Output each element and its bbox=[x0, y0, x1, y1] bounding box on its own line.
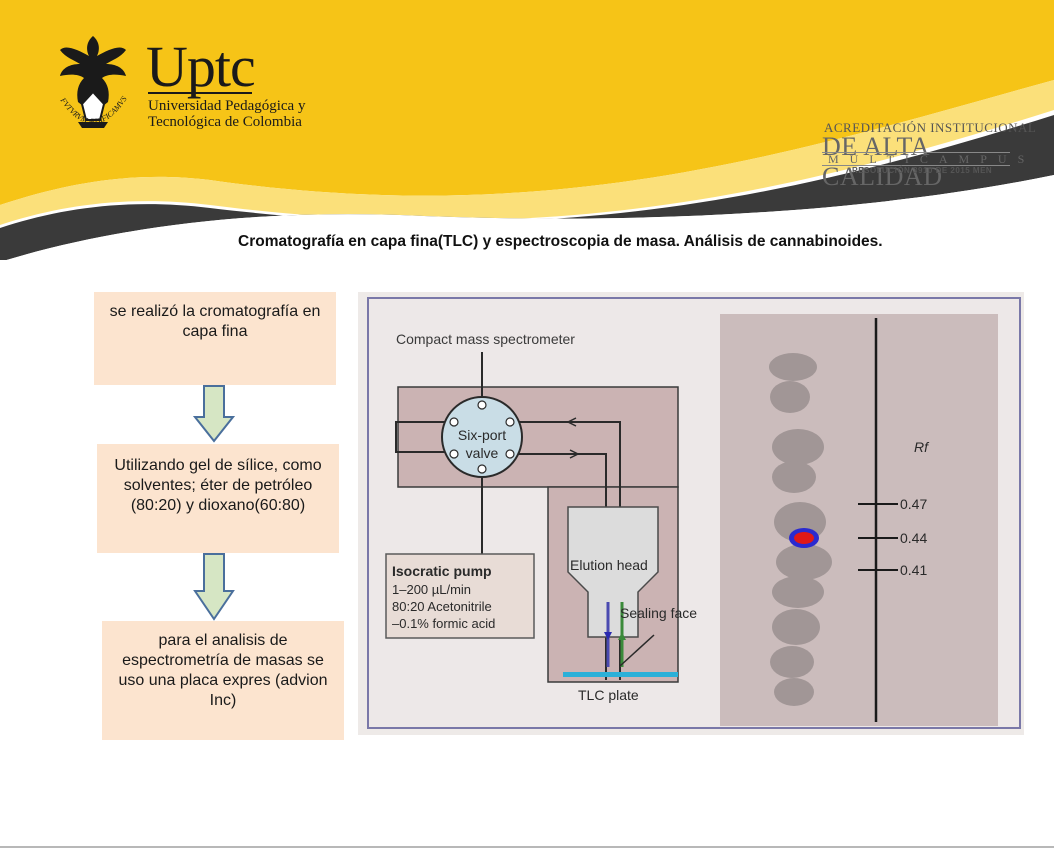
rf-value-3: 0.41 bbox=[900, 562, 927, 578]
down-arrow-icon bbox=[193, 385, 235, 443]
elution-head bbox=[567, 506, 659, 638]
flow-step-3: para el analisis de espectrometría de ma… bbox=[102, 621, 344, 740]
valve-label-line2: valve bbox=[466, 445, 499, 461]
accreditation-line4: RESOLUCIÓN 3910 DE 2015 MEN bbox=[852, 166, 993, 175]
brand-wordmark: Uptc bbox=[146, 34, 256, 99]
spectrometer-label: Compact mass spectrometer bbox=[396, 331, 575, 347]
tlc-plate bbox=[563, 672, 678, 677]
accreditation-rule-bottom bbox=[822, 165, 1010, 166]
university-name-line1: Universidad Pedagógica y bbox=[148, 98, 306, 114]
pump-flow: 1–200 µL/min bbox=[392, 582, 471, 597]
accreditation-line1: ACREDITACIÓN INSTITUCIONAL bbox=[824, 120, 1037, 135]
brand-underline bbox=[148, 92, 252, 94]
university-seal-icon: FVTVRVM ÆDIFICAMVS bbox=[58, 36, 129, 128]
six-port-valve bbox=[441, 396, 523, 478]
footer-divider bbox=[0, 846, 1054, 848]
header-background bbox=[0, 0, 1054, 260]
flow-step-2: Utilizando gel de sílice, como solventes… bbox=[97, 444, 339, 553]
rf-value-2: 0.44 bbox=[900, 530, 927, 546]
flow-step-1: se realizó la cromatografía en capa fina bbox=[94, 292, 336, 385]
rf-value-1: 0.47 bbox=[900, 496, 927, 512]
accreditation-line2: DE ALTA CALIDAD bbox=[822, 132, 943, 191]
sealing-face-label: Sealing face bbox=[620, 605, 697, 621]
valve-label-line1: Six-port bbox=[458, 427, 506, 443]
isocratic-pump-box bbox=[385, 553, 535, 639]
slide-title: Cromatografía en capa fina(TLC) y espect… bbox=[238, 233, 883, 250]
tlc-ms-figure: Compact mass spectrometer Six-port valve… bbox=[358, 292, 1024, 735]
analyte-spot-inner bbox=[794, 532, 814, 544]
pump-solvent: 80:20 Acetonitrile bbox=[392, 599, 492, 614]
university-name-line2: Tecnológica de Colombia bbox=[148, 114, 302, 130]
down-arrow-icon bbox=[193, 553, 235, 621]
tlc-plate-photo bbox=[720, 314, 998, 726]
pump-title: Isocratic pump bbox=[392, 563, 492, 579]
accreditation-line3: MULTICAMPUS bbox=[828, 152, 1036, 166]
elution-head-label: Elution head bbox=[570, 557, 648, 573]
accreditation-rule-top bbox=[822, 152, 1010, 153]
tlc-plate-label: TLC plate bbox=[578, 687, 639, 703]
rf-axis-label: Rf bbox=[914, 439, 930, 455]
pump-additive: –0.1% formic acid bbox=[392, 616, 495, 631]
spectrometer-housing bbox=[397, 386, 679, 488]
